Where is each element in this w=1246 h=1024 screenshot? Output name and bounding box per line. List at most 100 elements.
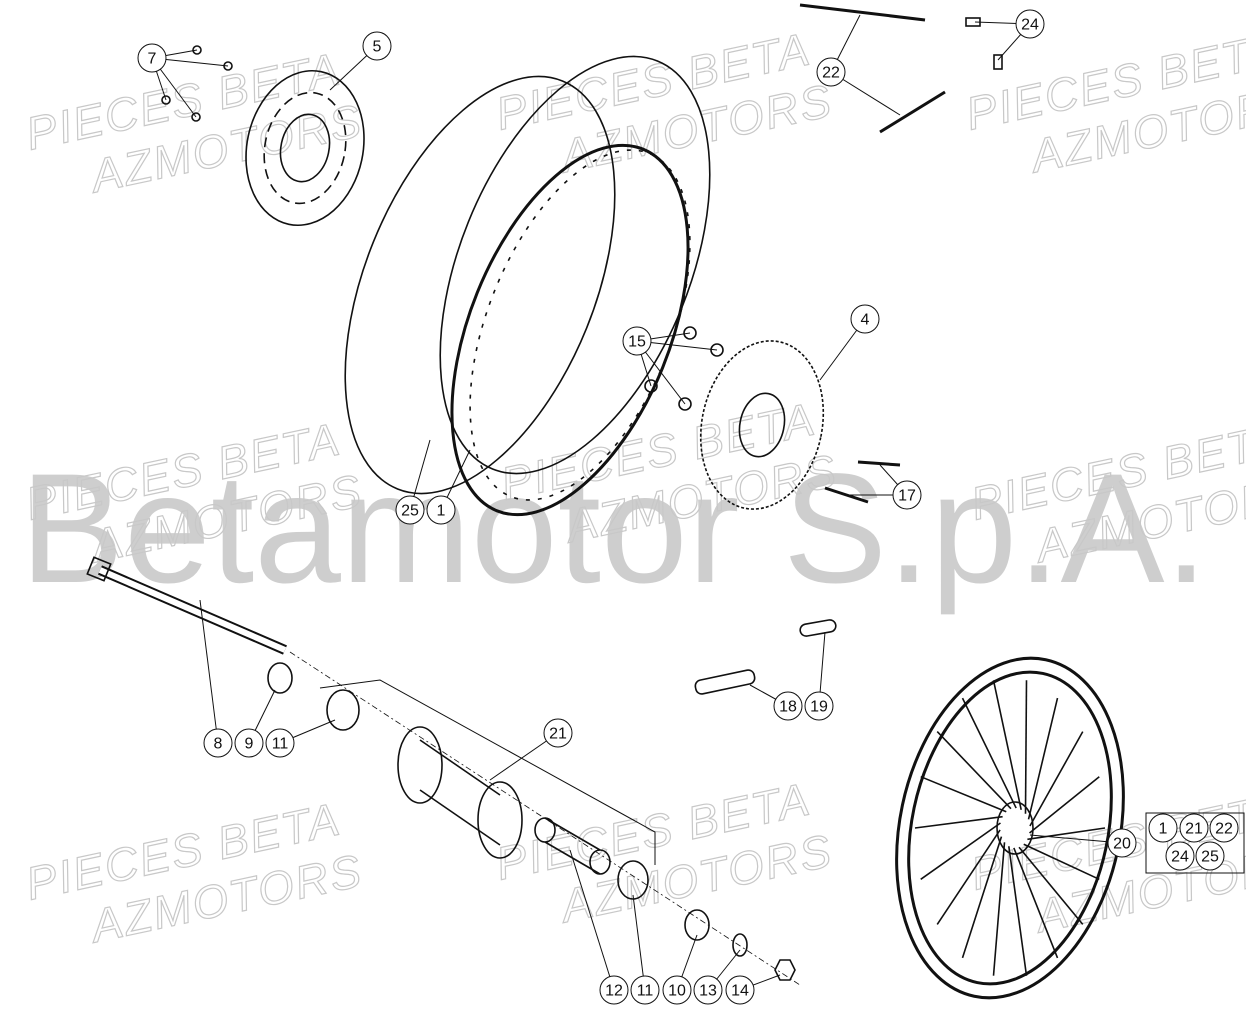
bearing <box>617 860 649 900</box>
callout-18: 18 <box>773 691 803 721</box>
callout-19: 19 <box>804 691 834 721</box>
wheel-spoke <box>936 731 1012 810</box>
callout-number: 25 <box>1201 849 1219 866</box>
leader-line <box>1029 834 1123 844</box>
callout-9: 9 <box>234 728 264 758</box>
wheel-spoke <box>920 775 1007 813</box>
callout-number: 24 <box>1171 849 1189 866</box>
callout-11: 11 <box>265 728 295 758</box>
wheel-spoke <box>1018 846 1084 925</box>
sprocket <box>699 340 825 510</box>
leader-line <box>569 849 615 991</box>
wheel-spoke <box>1013 847 1059 959</box>
callout-number: 10 <box>668 983 686 1000</box>
wheel-spoke <box>992 842 1006 976</box>
brake-disc <box>245 69 365 227</box>
wheel-spoke <box>992 680 1022 810</box>
callout-5: 5 <box>362 31 392 61</box>
callout-21: 21 <box>543 718 573 748</box>
callout-number: 1 <box>437 503 446 520</box>
callout-15: 15 <box>622 326 652 356</box>
wheel-spoke <box>1027 827 1106 841</box>
callout-number: 1 <box>1159 821 1168 838</box>
spacer <box>684 909 710 941</box>
callout-number: 5 <box>373 39 382 56</box>
callout-10: 10 <box>662 975 692 1005</box>
wheel-spoke <box>1029 731 1084 827</box>
wheel-spoke <box>1008 846 1028 976</box>
kit-callout-1: 1 <box>1148 813 1178 843</box>
wheel-spoke <box>936 829 1001 925</box>
callout-number: 9 <box>245 736 254 753</box>
callout-number: 11 <box>272 736 289 753</box>
leader-line <box>199 599 219 744</box>
kit-callout-24: 24 <box>1165 841 1195 871</box>
callout-number: 21 <box>1185 821 1203 838</box>
washer <box>732 933 748 957</box>
callout-number: 18 <box>779 699 797 716</box>
callout-number: 15 <box>628 334 646 351</box>
callout-number: 14 <box>731 983 749 1000</box>
kit-callout-21: 21 <box>1179 813 1209 843</box>
wheel-spoke <box>914 815 1003 829</box>
callout-7: 7 <box>137 43 167 73</box>
callout-13: 13 <box>693 975 723 1005</box>
spoke-nipples <box>965 17 1003 70</box>
callout-20: 20 <box>1107 828 1137 858</box>
rim <box>450 143 691 517</box>
callout-8: 8 <box>203 728 233 758</box>
callout-12: 12 <box>599 975 629 1005</box>
callout-number: 22 <box>822 65 840 82</box>
chain-master-link <box>694 619 837 695</box>
wheel-spoke <box>1024 680 1028 814</box>
callout-number: 25 <box>401 503 419 520</box>
callout-4: 4 <box>850 304 880 334</box>
callout-14: 14 <box>725 975 755 1005</box>
axle-nut <box>774 959 796 981</box>
wheel-spoke <box>920 822 1001 880</box>
wheel-spoke <box>961 697 1017 809</box>
callout-25: 25 <box>395 495 425 525</box>
wheel-spoke <box>1029 776 1100 834</box>
callout-number: 20 <box>1113 836 1131 853</box>
callout-number: 12 <box>605 983 623 1000</box>
spacer <box>267 662 293 694</box>
callout-number: 22 <box>1215 821 1233 838</box>
callout-number: 7 <box>148 51 157 68</box>
callout-number: 19 <box>810 699 828 716</box>
spoke <box>799 3 926 22</box>
callout-17: 17 <box>892 480 922 510</box>
bearing <box>326 689 360 731</box>
complete-wheel <box>895 656 1125 1000</box>
callout-24: 24 <box>1015 9 1045 39</box>
callout-number: 4 <box>861 312 870 329</box>
hub <box>397 726 523 859</box>
wheel-spoke <box>1027 697 1059 820</box>
callout-number: 24 <box>1021 17 1039 34</box>
watermark-betamotor: Betamotor S.p.A. <box>20 442 1208 616</box>
callout-22: 22 <box>816 57 846 87</box>
callout-1: 1 <box>426 495 456 525</box>
spoke <box>879 90 946 134</box>
sprocket-nuts <box>644 326 724 411</box>
callout-11: 11 <box>630 975 660 1005</box>
callout-number: 21 <box>549 726 567 743</box>
wheel-spoke <box>961 836 1003 959</box>
callout-number: 17 <box>898 488 916 505</box>
callout-number: 11 <box>637 983 654 1000</box>
callout-number: 13 <box>699 983 717 1000</box>
callout-number: 8 <box>214 736 223 753</box>
kit-callout-22: 22 <box>1209 813 1239 843</box>
sprocket-bolts <box>824 460 901 504</box>
wheel-spoke <box>1023 843 1100 881</box>
leader-line <box>632 894 646 991</box>
hub-kit-outline <box>319 679 656 865</box>
